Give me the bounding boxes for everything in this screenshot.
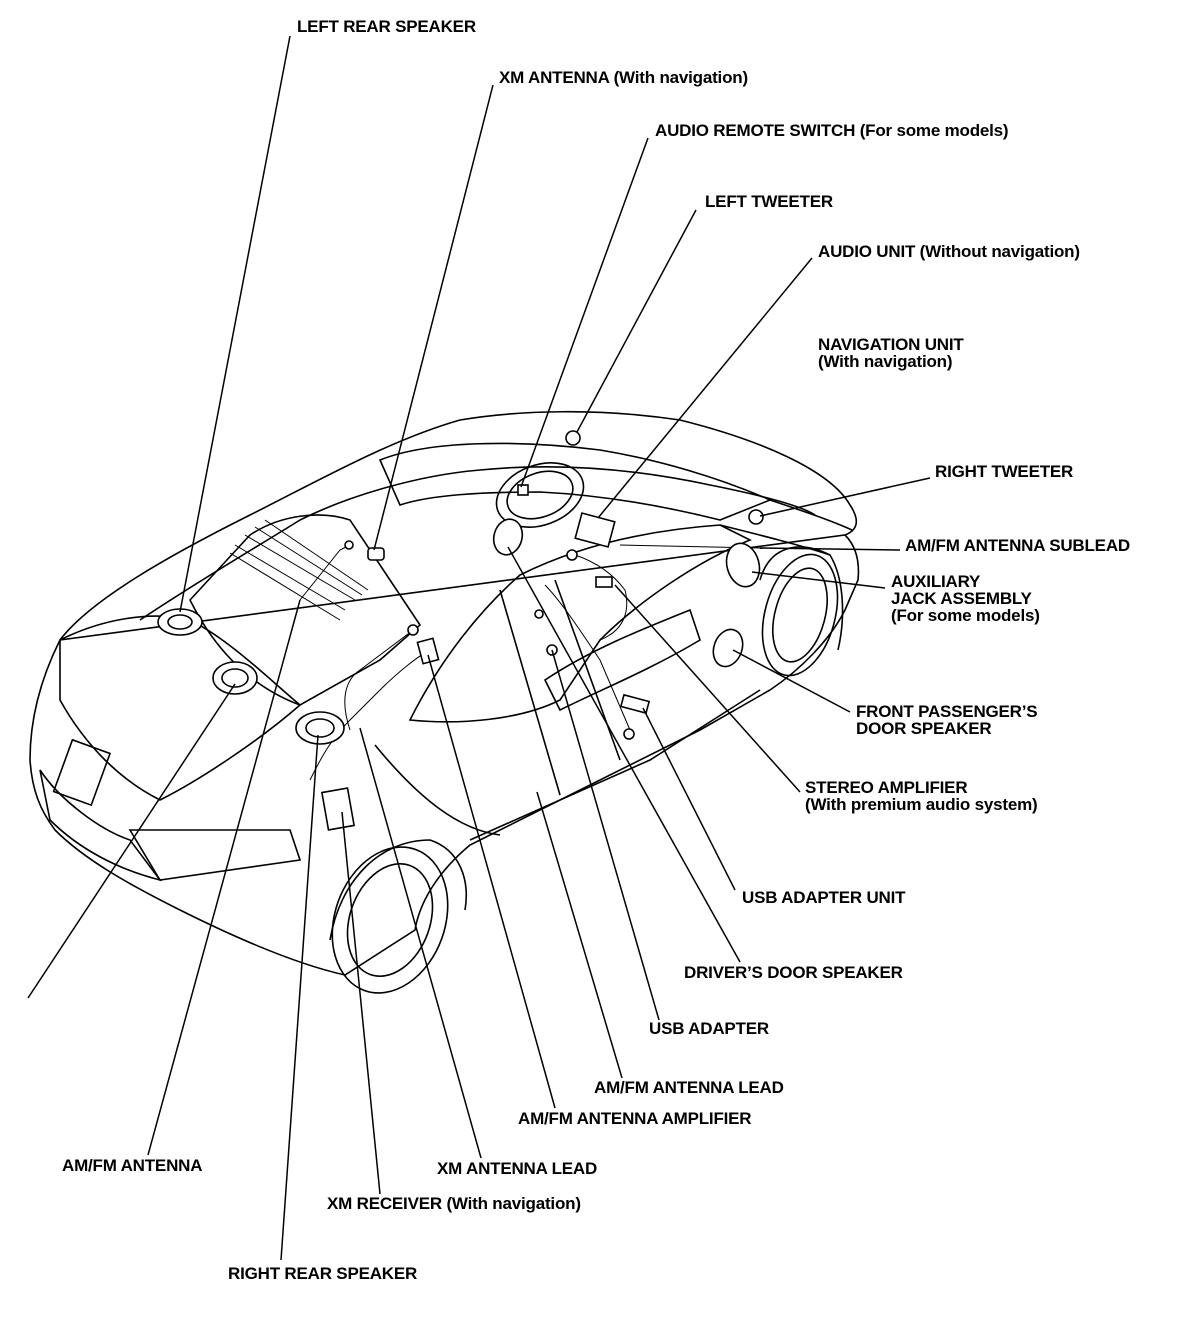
rear-wheel xyxy=(331,846,449,994)
roof-panel xyxy=(378,442,773,521)
label-usb-adapter-unit: USB ADAPTER UNIT xyxy=(742,888,906,907)
label-left-tweeter: LEFT TWEETER xyxy=(705,192,833,211)
license-plate xyxy=(52,738,112,807)
rear-window xyxy=(189,514,422,706)
usb-adapter-unit-shape xyxy=(619,693,651,715)
label-amfm-antenna-lead: AM/FM ANTENNA LEAD xyxy=(594,1078,784,1097)
front-passenger-door-speaker-shape xyxy=(712,628,744,668)
audio-remote-switch-shape xyxy=(517,484,529,496)
right-front-speaker-shape xyxy=(725,542,761,588)
label-auxiliary-jack-line1: AUXILIARY xyxy=(891,572,981,591)
label-xm-antenna: XM ANTENNA (With navigation) xyxy=(499,68,748,87)
label-front-passenger-door-speaker: FRONT PASSENGER’S DOOR SPEAKER xyxy=(856,702,1038,738)
drivers-door-speaker-shape xyxy=(492,518,524,556)
label-xm-receiver: XM RECEIVER (With navigation) xyxy=(327,1194,581,1213)
label-drivers-door-speaker: DRIVER’S DOOR SPEAKER xyxy=(684,963,903,982)
label-left-rear-speaker: LEFT REAR SPEAKER xyxy=(297,17,476,36)
label-audio-unit: AUDIO UNIT (Without navigation) xyxy=(818,242,1080,261)
left-tweeter-shape xyxy=(565,430,581,446)
label-front-passenger-door-speaker-line2: DOOR SPEAKER xyxy=(856,719,992,738)
label-navigation-unit-line1: NAVIGATION UNIT xyxy=(818,335,964,354)
leader-lines xyxy=(27,35,931,1261)
xm-antenna-shape xyxy=(367,547,385,561)
xm-receiver-shape xyxy=(320,787,356,831)
label-front-passenger-door-speaker-line1: FRONT PASSENGER’S xyxy=(856,702,1038,721)
right-tweeter-shape xyxy=(748,509,764,525)
label-stereo-amplifier-line2: (With premium audio system) xyxy=(805,795,1038,814)
body-outline xyxy=(29,410,860,976)
label-auxiliary-jack-line3: (For some models) xyxy=(891,606,1040,625)
label-navigation-unit-line2: (With navigation) xyxy=(818,352,953,371)
label-navigation-unit: NAVIGATION UNIT (With navigation) xyxy=(818,336,964,370)
auxiliary-jack-shape xyxy=(595,576,613,588)
label-auxiliary-jack: AUXILIARY JACK ASSEMBLY (For some models… xyxy=(891,573,1040,624)
label-stereo-amplifier-line1: STEREO AMPLIFIER xyxy=(805,778,968,797)
roof-line xyxy=(139,466,816,621)
audio-unit-shape xyxy=(574,512,616,548)
trunk-lid xyxy=(59,615,302,801)
label-xm-antenna-lead: XM ANTENNA LEAD xyxy=(437,1159,598,1178)
label-right-tweeter: RIGHT TWEETER xyxy=(935,462,1074,481)
label-usb-adapter: USB ADAPTER xyxy=(649,1019,769,1038)
label-audio-remote-switch: AUDIO REMOTE SWITCH (For some models) xyxy=(655,121,1009,140)
label-right-rear-speaker: RIGHT REAR SPEAKER xyxy=(228,1264,418,1283)
label-amfm-antenna-amplifier: AM/FM ANTENNA AMPLIFIER xyxy=(518,1109,752,1128)
label-stereo-amplifier: STEREO AMPLIFIER (With premium audio sys… xyxy=(805,778,1038,814)
front-wheel xyxy=(761,553,839,677)
label-auxiliary-jack-line2: JACK ASSEMBLY xyxy=(891,589,1032,608)
label-amfm-antenna-sublead: AM/FM ANTENNA SUBLEAD xyxy=(905,536,1130,555)
label-amfm-antenna: AM/FM ANTENNA xyxy=(62,1156,203,1175)
component-shapes xyxy=(157,430,764,831)
amfm-amplifier-shape xyxy=(416,637,440,665)
steering-wheel xyxy=(495,462,585,528)
